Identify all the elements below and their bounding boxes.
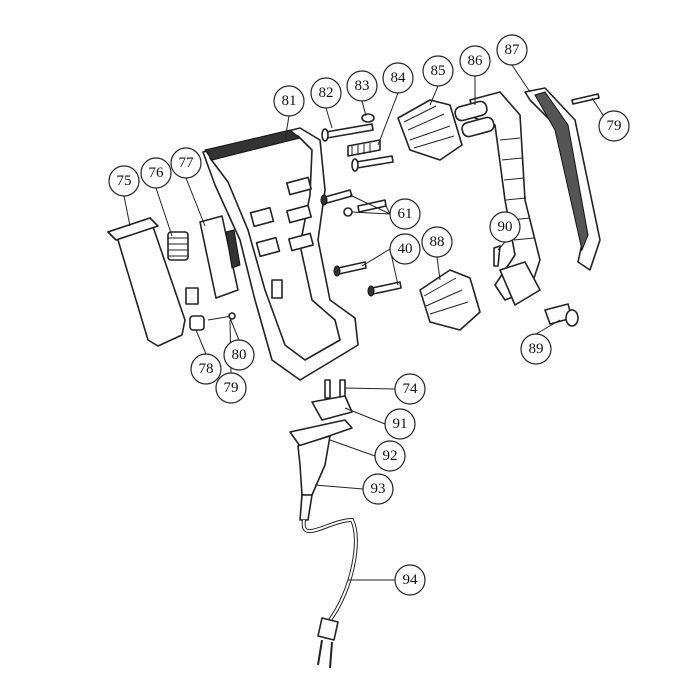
svg-text:83: 83 — [355, 78, 370, 94]
callout-88: 88 — [421, 226, 453, 258]
svg-text:74: 74 — [403, 381, 419, 397]
spring-contact — [167, 231, 189, 261]
svg-text:87: 87 — [505, 42, 521, 58]
leader-lines — [123, 64, 606, 581]
callout-80: 80 — [223, 339, 255, 371]
callout-84: 84 — [382, 62, 414, 94]
small-button — [189, 312, 236, 331]
screws-40 — [333, 261, 402, 297]
svg-text:94: 94 — [403, 572, 419, 588]
bellows-85 — [397, 99, 463, 161]
callout-86: 86 — [459, 45, 491, 77]
svg-text:92: 92 — [383, 448, 398, 464]
callout-87: 87 — [496, 34, 528, 66]
svg-text:89: 89 — [529, 341, 544, 357]
svg-text:40: 40 — [398, 241, 413, 257]
cord-assembly — [289, 379, 358, 669]
callout-77: 77 — [170, 147, 202, 179]
battery-pack — [107, 217, 186, 347]
nuts-89 — [544, 303, 579, 327]
screw-79-top — [571, 93, 600, 105]
svg-text:79: 79 — [224, 380, 239, 396]
callout-93: 93 — [362, 473, 394, 505]
svg-text:80: 80 — [232, 347, 247, 363]
callout-75: 75 — [108, 165, 140, 197]
callout-61: 61 — [389, 198, 421, 230]
housing-shell — [202, 127, 359, 381]
pin-90 — [493, 245, 501, 267]
svg-text:86: 86 — [468, 53, 484, 69]
svg-text:61: 61 — [398, 206, 413, 222]
callout-82: 82 — [310, 77, 342, 109]
screws-top — [321, 113, 394, 172]
callout-76: 76 — [140, 157, 172, 189]
callout-90: 90 — [489, 211, 521, 243]
svg-text:81: 81 — [282, 93, 297, 109]
callout-78: 78 — [190, 353, 222, 385]
svg-text:85: 85 — [431, 63, 446, 79]
callout-74: 74 — [394, 373, 426, 405]
callout-92: 92 — [374, 440, 406, 472]
svg-text:82: 82 — [319, 85, 334, 101]
svg-text:76: 76 — [149, 165, 165, 181]
callout-79-bottom: 79 — [215, 372, 247, 404]
svg-text:90: 90 — [498, 219, 513, 235]
callout-83: 83 — [346, 70, 378, 102]
svg-text:84: 84 — [391, 70, 407, 86]
callout-85: 85 — [422, 55, 454, 87]
grip-cover — [524, 87, 601, 271]
svg-text:75: 75 — [117, 173, 132, 189]
callout-81: 81 — [273, 85, 305, 117]
svg-text:79: 79 — [607, 118, 622, 134]
callout-91: 91 — [384, 408, 416, 440]
svg-text:78: 78 — [199, 361, 214, 377]
callout-94: 94 — [394, 564, 426, 596]
callout-89: 89 — [520, 333, 552, 365]
bellows-88 — [419, 269, 481, 331]
switch-module — [185, 215, 241, 305]
svg-text:93: 93 — [371, 481, 386, 497]
svg-text:77: 77 — [179, 155, 195, 171]
svg-text:88: 88 — [430, 234, 445, 250]
callout-labels: 81 82 83 84 85 86 87 79 75 76 77 61 90 4… — [108, 34, 630, 596]
callout-79-top: 79 — [598, 110, 630, 142]
svg-text:91: 91 — [393, 416, 408, 432]
handle-tube — [454, 91, 541, 306]
callout-40: 40 — [389, 233, 421, 265]
